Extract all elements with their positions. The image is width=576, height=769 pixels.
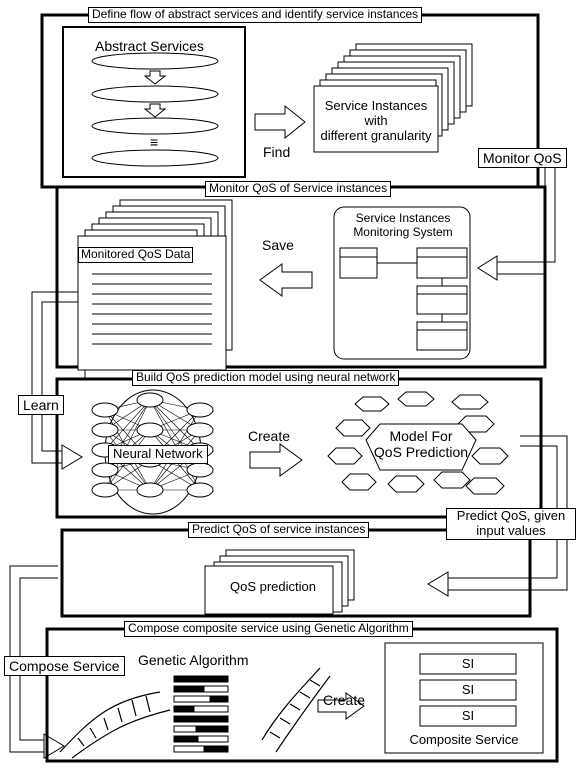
si-label-1: SI <box>420 657 516 672</box>
learn-flow-label: Learn <box>18 395 64 415</box>
compose-flow-label: Compose Service <box>4 656 125 676</box>
genetic-algorithm-label: Genetic Algorithm <box>138 652 249 668</box>
qos-prediction-label: QoS prediction <box>230 580 316 595</box>
equiv-symbol: ≡ <box>150 134 158 150</box>
section3-title: Build QoS prediction model using neural … <box>132 370 399 386</box>
monitoring-system-label: Service Instances Monitoring System <box>340 212 466 240</box>
predict-flow-label: Predict QoS, given input values <box>446 508 576 540</box>
predict-flow-line1: Predict QoS, given <box>447 509 575 524</box>
section4-title: Predict QoS of service instances <box>188 522 369 538</box>
si-label-2: SI <box>420 683 516 698</box>
monitored-data-label: Monitored QoS Data <box>78 247 193 263</box>
section1-title: Define flow of abstract services and ide… <box>88 7 422 23</box>
service-instances-label: Service Instances with different granula… <box>316 99 436 144</box>
section5-title: Compose composite service using Genetic … <box>124 621 413 637</box>
monitor-qos-flow-label: Monitor QoS <box>478 148 567 168</box>
learn-arrowhead <box>62 445 82 469</box>
predict-flow-line2: input values <box>447 524 575 539</box>
find-label: Find <box>263 144 290 160</box>
monitored-data-stack <box>78 200 232 380</box>
find-arrow <box>255 106 305 138</box>
dna-helix-left <box>60 692 170 758</box>
create-label-nn: Create <box>248 428 290 444</box>
create-arrow-nn <box>250 444 302 476</box>
monitoring-system-line1: Service Instances <box>340 212 466 226</box>
monitor-qos-arrowhead <box>478 256 497 280</box>
save-label: Save <box>262 237 294 253</box>
monitoring-system-line2: Monitoring System <box>340 226 466 240</box>
abstract-services-label: Abstract Services <box>95 38 204 54</box>
create-label-ga: Create <box>323 692 365 708</box>
section2-title: Monitor QoS of Service instances <box>205 181 391 197</box>
predict-arrowhead <box>428 572 448 596</box>
service-instances-line2: with <box>316 114 436 129</box>
model-line1: Model For <box>366 428 476 444</box>
learn-flow-line-inner <box>42 302 78 451</box>
model-line2: QoS Prediction <box>366 444 476 460</box>
neural-network-label: Neural Network <box>108 445 208 464</box>
service-instances-line1: Service Instances <box>316 99 436 114</box>
composite-service-label: Composite Service <box>385 733 543 748</box>
genetic-algorithm-bars <box>174 676 228 752</box>
si-label-3: SI <box>420 709 516 724</box>
model-label: Model For QoS Prediction <box>366 428 476 460</box>
save-arrow <box>260 264 312 296</box>
service-instances-line3: different granularity <box>316 129 436 144</box>
